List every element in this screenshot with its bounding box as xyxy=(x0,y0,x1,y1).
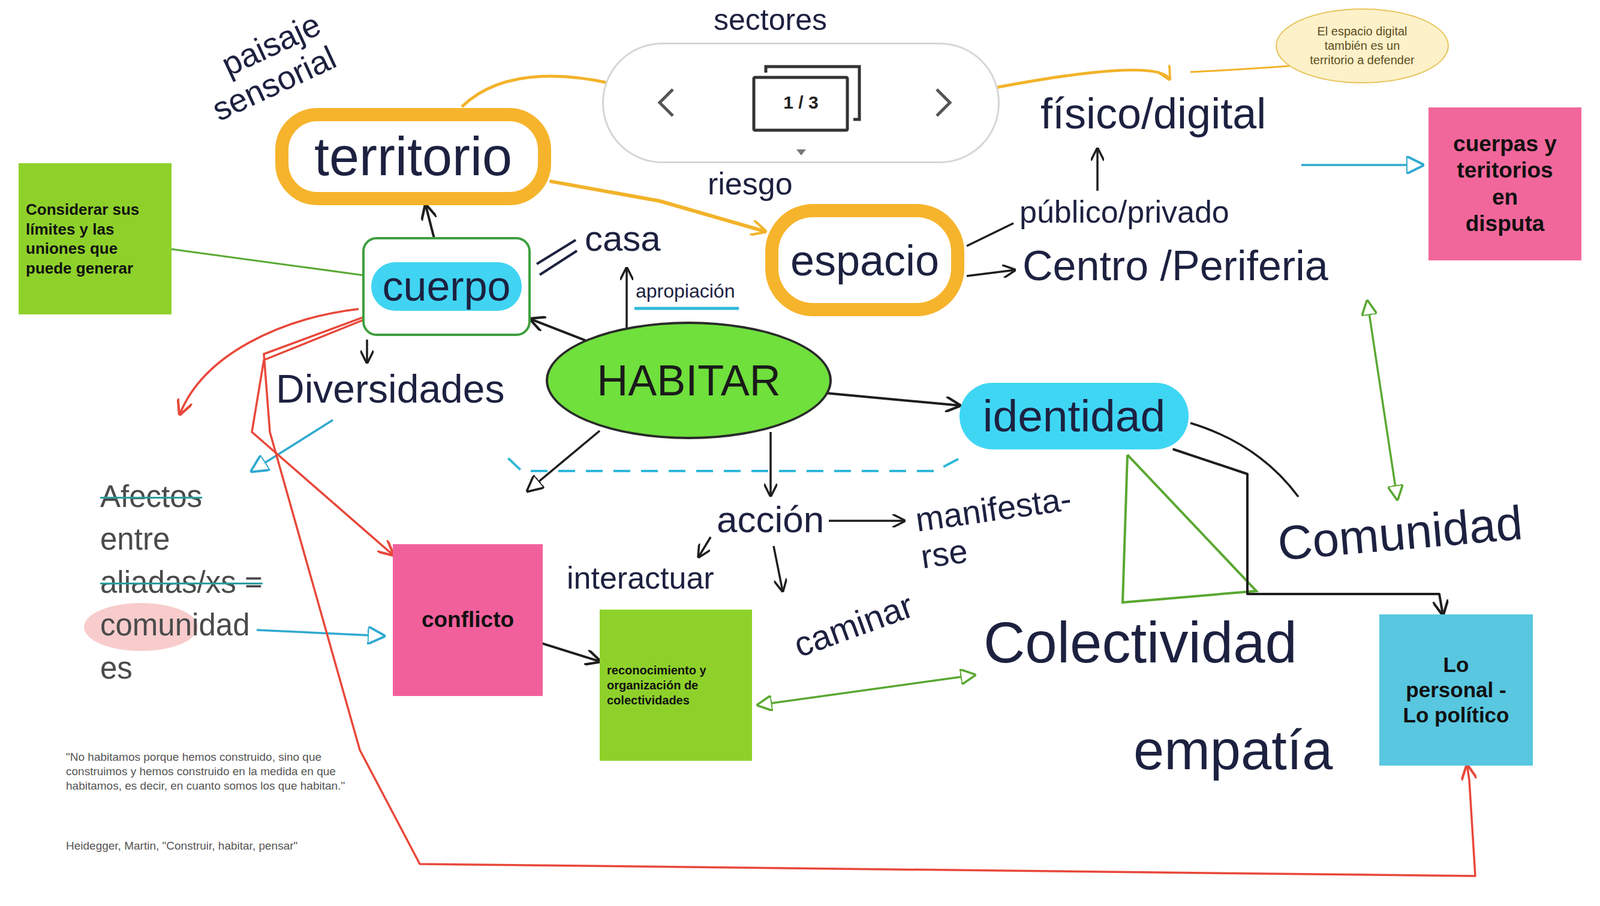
arrow-line xyxy=(966,269,1015,276)
chevron-right xyxy=(936,89,950,116)
connector xyxy=(263,317,1476,876)
sticky-note: conflicto xyxy=(392,543,543,696)
arrow-line xyxy=(828,519,905,522)
handwritten-label: físico/digital xyxy=(1040,89,1266,138)
handwritten-label: casa xyxy=(584,218,661,259)
handwritten-label: público/privado xyxy=(1019,194,1230,230)
handwritten-label: interactuar xyxy=(566,560,715,595)
equals-sign xyxy=(536,239,576,264)
connector xyxy=(171,248,363,275)
sticky-note: Considerar sus límites y las uniones que… xyxy=(18,163,172,315)
handwritten-label: comunidad xyxy=(100,608,251,642)
handwritten-label: Comunidad xyxy=(1275,495,1525,570)
handwritten-label: apropiación xyxy=(635,280,735,302)
connector xyxy=(530,319,585,341)
node-text: El espacio digital también es un territo… xyxy=(1308,23,1417,68)
arrow-line xyxy=(1367,301,1398,499)
handwritten-label: es xyxy=(100,651,133,685)
chevron-left xyxy=(659,89,673,116)
triangle-link xyxy=(1122,454,1257,603)
note-bubble: El espacio digital también es un territo… xyxy=(1275,8,1449,84)
arrow-line xyxy=(1096,148,1099,191)
handwritten-label: Centro /Periferia xyxy=(1022,242,1329,290)
connector xyxy=(828,393,960,406)
handwritten-label: acción xyxy=(716,498,824,540)
arrow-line xyxy=(625,268,628,329)
handwritten-label: sectores xyxy=(713,3,827,37)
node-text: Considerar sus límites y las uniones que… xyxy=(25,199,165,278)
page-frame xyxy=(753,77,848,131)
arrow-line xyxy=(966,223,1014,246)
equals-sign xyxy=(539,250,577,275)
highlight-band: identidad xyxy=(959,382,1189,450)
central-ellipse: HABITAR xyxy=(545,321,832,439)
arrow-line xyxy=(769,431,772,496)
node-text: conflicto xyxy=(421,606,514,633)
connector xyxy=(251,320,393,555)
handwritten-label: Colectividad xyxy=(983,610,1298,675)
arrow-line xyxy=(1301,163,1423,167)
handwritten-label: entre xyxy=(100,522,170,556)
connector xyxy=(542,643,600,662)
node-text: identidad xyxy=(982,393,1166,439)
handwritten-label: Diversidades xyxy=(275,367,505,411)
node-text: cuerpas y teritorios en disputa xyxy=(1451,130,1560,238)
handwritten-label: empatía xyxy=(1133,719,1333,781)
handwritten-label: aliadas/xs = xyxy=(100,565,263,600)
arrow-line xyxy=(698,536,711,557)
node-text: 1 / 3 xyxy=(783,92,818,114)
node-text: Lo personal - Lo político xyxy=(1401,651,1511,728)
citation-text: Heidegger, Martin, "Construir, habitar, … xyxy=(65,839,298,853)
yellow-link xyxy=(1190,65,1290,72)
handwritten-label: caminar xyxy=(788,585,919,665)
page-indicator: 1 / 3 xyxy=(602,42,1000,164)
arrow-line xyxy=(251,419,333,471)
dashed-link xyxy=(500,450,959,471)
handwritten-label: manifesta- rse xyxy=(913,476,1102,576)
arrow-line xyxy=(773,545,783,591)
dropdown-mark xyxy=(796,149,806,156)
arrow-line xyxy=(365,339,369,363)
sticky-note: cuerpas y teritorios en disputa xyxy=(1428,107,1582,261)
underline xyxy=(634,307,739,311)
sticky-note: reconocimiento y organización de colecti… xyxy=(599,609,753,761)
quote-text: "No habitamos porque hemos construido, s… xyxy=(65,749,348,793)
handwritten-label: riesgo xyxy=(707,166,793,201)
arrow-line xyxy=(256,629,384,636)
concept-outline: espacio xyxy=(765,203,965,317)
node-text: espacio xyxy=(790,238,940,282)
handwritten-label: Afectos xyxy=(100,479,203,514)
arrow-line xyxy=(527,430,600,491)
node-text: territorio xyxy=(314,129,513,184)
concept-box: cuerpo xyxy=(362,236,531,336)
sticky-note: Lo personal - Lo político xyxy=(1379,614,1533,766)
concept-outline: territorio xyxy=(275,107,552,206)
arrow-line xyxy=(758,674,975,705)
connector xyxy=(425,205,435,237)
node-text: reconocimiento y organización de colecti… xyxy=(606,662,745,708)
node-text: cuerpo xyxy=(371,262,522,312)
node-text: HABITAR xyxy=(596,358,781,402)
